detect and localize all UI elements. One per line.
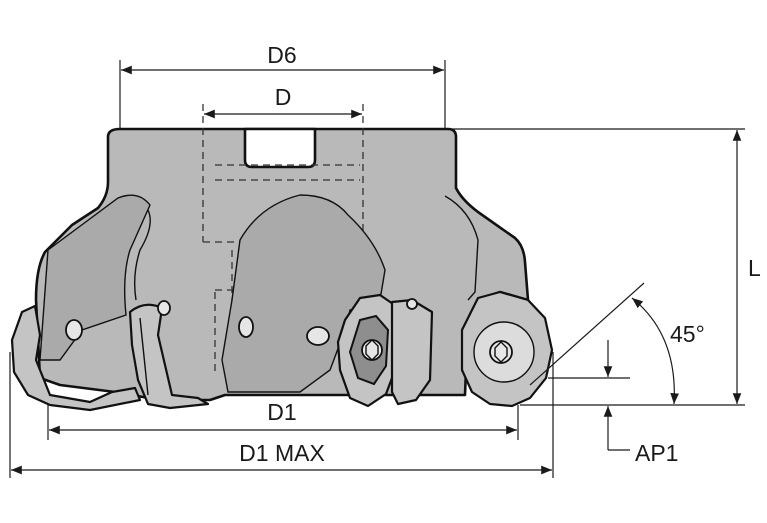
screw-holes	[65, 316, 330, 346]
label-angle: 45°	[670, 321, 705, 347]
label-d1-max: D1 MAX	[239, 440, 325, 466]
dimension-ap1: AP1	[548, 340, 678, 466]
label-d: D	[275, 84, 292, 110]
label-d6: D6	[267, 42, 296, 68]
label-ap1: AP1	[635, 440, 678, 466]
insert-screw-icon	[361, 339, 383, 361]
screw-hole	[306, 326, 330, 346]
dimension-angle: 45°	[529, 282, 705, 405]
inserts	[10, 290, 554, 412]
label-d1: D1	[267, 399, 296, 425]
screw-hole	[65, 319, 83, 341]
screw-hole	[238, 316, 254, 338]
dimension-d1: D1	[47, 399, 519, 440]
insert-screw-icon	[489, 340, 513, 364]
label-l: L	[748, 255, 761, 281]
dimension-d1-max: D1 MAX	[9, 352, 554, 478]
dimension-l: L	[450, 128, 761, 406]
dimension-d: D	[204, 84, 362, 119]
chip-flutes	[39, 194, 479, 393]
dimension-d6: D6	[119, 42, 446, 129]
